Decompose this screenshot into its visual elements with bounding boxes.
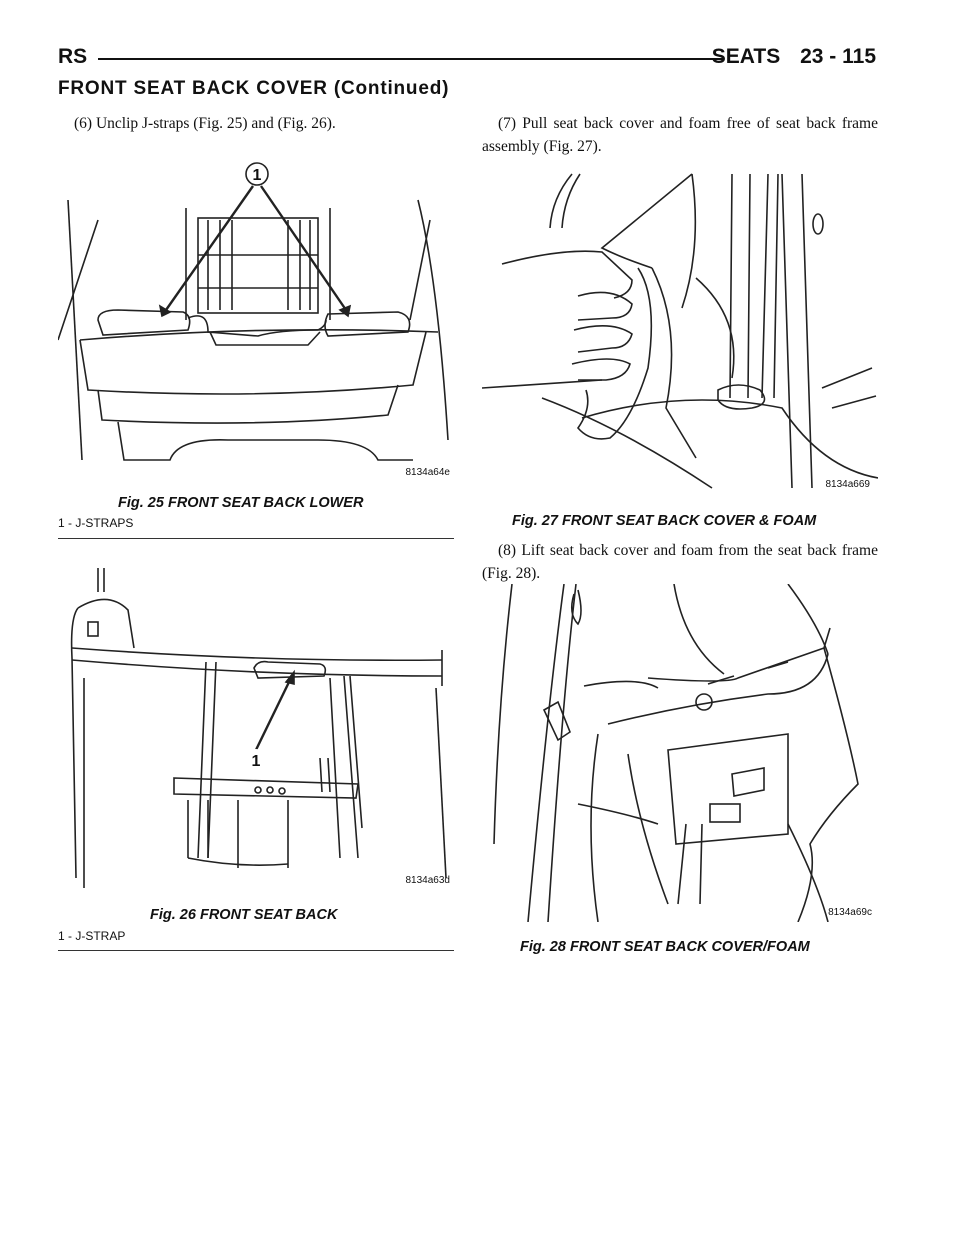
fig26-code: 8134a63d	[405, 875, 451, 886]
fig26-caption: Fig. 26 FRONT SEAT BACK	[150, 907, 338, 923]
step-8-text: (8) Lift seat back cover and foam from t…	[482, 542, 878, 582]
fig28-caption: Fig. 28 FRONT SEAT BACK COVER/FOAM	[520, 939, 810, 955]
fig25-caption: Fig. 25 FRONT SEAT BACK LOWER	[118, 495, 364, 511]
fig25-divider	[58, 538, 454, 539]
fig27-caption: Fig. 27 FRONT SEAT BACK COVER & FOAM	[512, 513, 817, 529]
figure-28-illustration: 8134a69c	[488, 584, 878, 922]
figure-26-illustration: 1 8134a63d	[58, 568, 456, 892]
step-6-text: (6) Unclip J-straps (Fig. 25) and (Fig. …	[74, 115, 336, 132]
fig25-code: 8134a64e	[405, 467, 451, 478]
header-model-code: RS	[58, 45, 88, 68]
page-header: RS SEATS 23 - 115	[58, 44, 876, 72]
fig26-divider	[58, 950, 454, 951]
header-page-number: 23 - 115	[800, 45, 876, 68]
header-section: SEATS	[711, 45, 781, 68]
fig26-legend: 1 - J-STRAP	[58, 929, 126, 943]
section-title: FRONT SEAT BACK COVER (Continued)	[58, 78, 450, 99]
figure-27-illustration: 8134a669	[482, 168, 878, 496]
header-rule	[98, 58, 724, 60]
header-right: SEATS 23 - 115	[712, 44, 876, 70]
fig27-code: 8134a669	[825, 479, 871, 490]
figure-25-illustration: 1 8134a64e	[58, 160, 456, 482]
step-7-text: (7) Pull seat back cover and foam free o…	[482, 115, 878, 155]
fig25-legend: 1 - J-STRAPS	[58, 516, 134, 530]
fig25-callout-number: 1	[253, 167, 262, 184]
fig28-code: 8134a69c	[828, 907, 872, 918]
fig26-callout-number: 1	[252, 753, 261, 770]
